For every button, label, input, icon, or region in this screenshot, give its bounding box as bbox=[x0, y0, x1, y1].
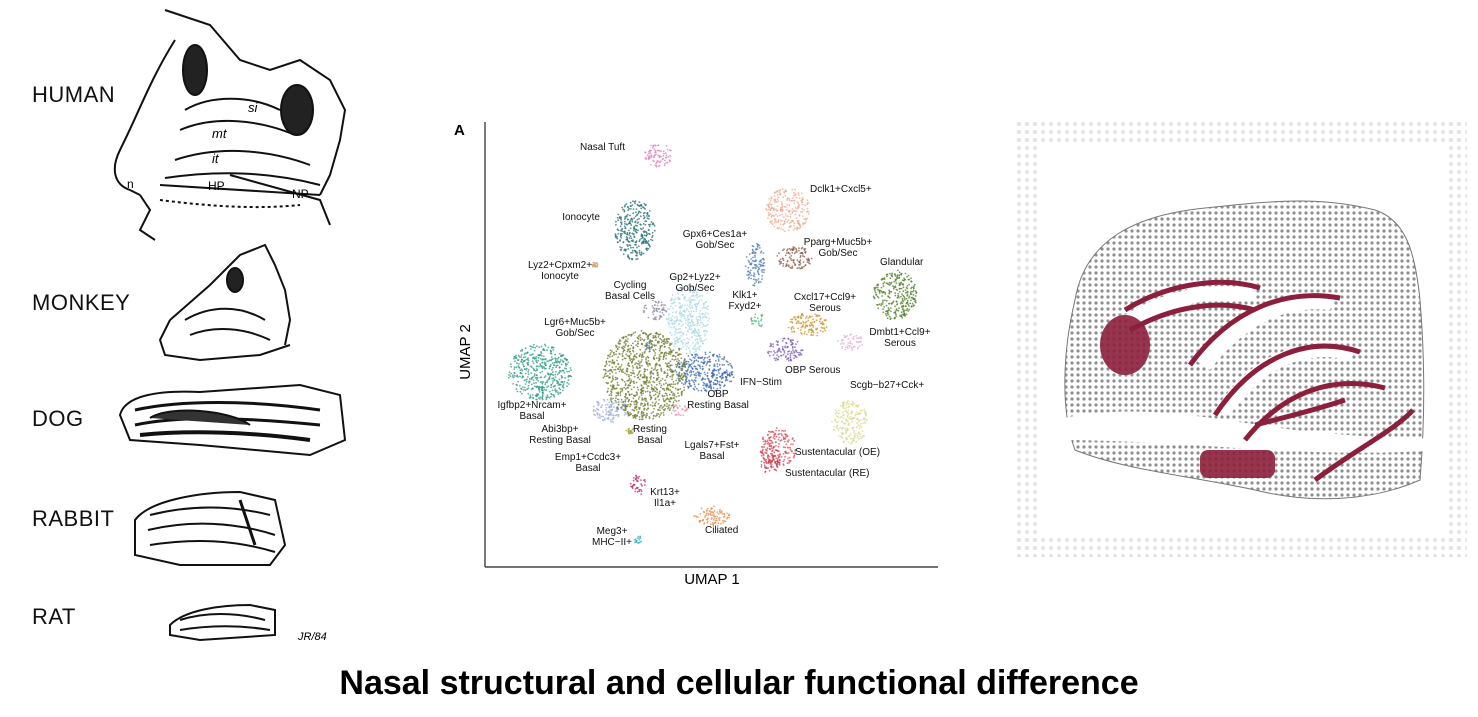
tissue-highlight-regions bbox=[1123, 279, 1415, 483]
spatial-tissue-map bbox=[1017, 122, 1467, 557]
umap-cluster-resting-basal bbox=[602, 329, 687, 421]
umap-label-meg3-mhcii: Meg3+MHC−II+ bbox=[592, 526, 632, 548]
capture-area-border-top bbox=[1017, 122, 1467, 144]
umap-clusters bbox=[507, 144, 918, 544]
umap-cluster-labels: Nasal TuftIonocyteLyz2+Cpxm2+IonocyteCyc… bbox=[498, 142, 931, 548]
umap-cluster-pparg-muc5b bbox=[776, 246, 813, 270]
umap-label-lgr6-muc5b: Lgr6+Muc5b+Gob/Sec bbox=[544, 317, 606, 339]
umap-label-krt13-il1a: Krt13+Il1a+ bbox=[650, 487, 680, 509]
umap-y-axis-label: UMAP 2 bbox=[457, 324, 474, 380]
umap-label-ifn-stim: IFN−Stim bbox=[740, 377, 782, 388]
umap-cluster-lyz2-cpxm2-ionocyte bbox=[591, 261, 599, 268]
capture-area-border-right bbox=[1445, 122, 1467, 557]
umap-label-dmbt1-ccl9-serous: Dmbt1+Ccl9+Serous bbox=[869, 327, 930, 349]
species-label-rabbit: RABBIT bbox=[32, 506, 115, 531]
umap-cluster-krt13-il1a bbox=[629, 474, 647, 495]
umap-cluster-dmbt1-ccl9-serous bbox=[837, 333, 864, 351]
species-label-monkey: MONKEY bbox=[32, 290, 131, 315]
umap-label-dclk1-cxcl5: Dclk1+Cxcl5+ bbox=[810, 184, 872, 195]
umap-cluster-ionocyte bbox=[614, 200, 656, 261]
species-nasal-cavity-panel: HUMAN MONKEY DOG RABBIT RAT si mt it n H… bbox=[0, 0, 370, 660]
artist-signature: JR/84 bbox=[297, 631, 327, 643]
tissue-highlight-left-patch bbox=[1100, 315, 1150, 375]
umap-cluster-cycling-basal bbox=[642, 299, 668, 321]
human-annotation-mt: mt bbox=[212, 126, 228, 141]
species-label-dog: DOG bbox=[32, 406, 84, 431]
umap-cluster-nasal-tuft bbox=[644, 144, 672, 168]
umap-label-sustentacular-re: Sustentacular (RE) bbox=[785, 468, 869, 479]
umap-cluster-glandular bbox=[872, 269, 918, 321]
umap-label-pparg-muc5b: Pparg+Muc5b+Gob/Sec bbox=[804, 237, 873, 259]
umap-cluster-lgals7-fst-basal bbox=[670, 404, 691, 417]
umap-cluster-emp1-ccdc3-basal bbox=[625, 427, 635, 435]
umap-label-gp2-lyz2-gobsec: Gp2+Lyz2+Gob/Sec bbox=[669, 272, 720, 294]
human-annotation-np: NP bbox=[292, 187, 309, 201]
umap-cluster-sustentacular-oe bbox=[759, 427, 797, 468]
umap-label-lyz2-cpxm2-ionocyte: Lyz2+Cpxm2+Ionocyte bbox=[528, 260, 592, 282]
human-nasal-drawing bbox=[113, 9, 347, 241]
umap-cluster-meg3-mhcii bbox=[633, 535, 643, 544]
human-annotation-si: si bbox=[248, 100, 259, 115]
dog-nasal-drawing bbox=[118, 383, 347, 457]
umap-cluster-dclk1-cxcl5 bbox=[765, 188, 810, 233]
rat-nasal-drawing bbox=[169, 603, 276, 642]
umap-label-sustentacular-oe: Sustentacular (OE) bbox=[795, 447, 880, 458]
tissue-highlight-bottom-patch bbox=[1200, 450, 1275, 478]
umap-label-ciliated: Ciliated bbox=[705, 525, 738, 536]
umap-cluster-obp-resting-basal bbox=[674, 351, 735, 392]
umap-cluster-scgb-b27-cck bbox=[831, 400, 868, 445]
umap-label-obp-serous: OBP Serous bbox=[785, 365, 840, 376]
umap-cluster-gp2-lyz2-gobsec bbox=[665, 284, 711, 355]
umap-cluster-abi3bp-resting-basal bbox=[592, 398, 628, 423]
umap-label-ionocyte: Ionocyte bbox=[562, 212, 600, 223]
human-annotation-hp: HP bbox=[208, 179, 225, 193]
species-drawings: si mt it n HP NP bbox=[113, 9, 347, 643]
umap-label-nasal-tuft: Nasal Tuft bbox=[580, 142, 625, 153]
umap-cluster-klk1-fxyd2 bbox=[750, 313, 764, 328]
umap-x-axis-label: UMAP 1 bbox=[684, 571, 740, 588]
umap-label-klk1-fxyd2: Klk1+Fxyd2+ bbox=[728, 290, 761, 312]
umap-panel-letter: A bbox=[454, 122, 465, 139]
species-label-human: HUMAN bbox=[32, 82, 116, 107]
umap-cluster-obp-serous bbox=[766, 337, 804, 362]
umap-label-scgb-b27-cck: Scgb−b27+Cck+ bbox=[850, 380, 924, 391]
monkey-nasal-drawing bbox=[158, 243, 292, 362]
figure-caption: Nasal structural and cellular functional… bbox=[339, 664, 1139, 702]
umap-label-lgals7-fst-basal: Lgals7+Fst+Basal bbox=[684, 440, 739, 462]
umap-cluster-cxcl17-ccl9-serous bbox=[787, 313, 828, 337]
umap-label-emp1-ccdc3-basal: Emp1+Ccdc3+Basal bbox=[555, 452, 621, 474]
umap-label-gpx6-ces1a-gobsec: Gpx6+Ces1a+Gob/Sec bbox=[683, 229, 748, 251]
umap-label-abi3bp-resting-basal: Abi3bp+Resting Basal bbox=[529, 424, 591, 446]
umap-label-glandular: Glandular bbox=[880, 257, 924, 268]
umap-cluster-igfbp2-nrcam-basal bbox=[507, 343, 573, 401]
capture-area-border-left bbox=[1017, 122, 1039, 557]
capture-area-border-bottom bbox=[1017, 535, 1467, 557]
umap-cluster-gpx6-ces1a-gobsec bbox=[744, 242, 766, 287]
species-label-rat: RAT bbox=[32, 604, 76, 629]
rabbit-nasal-drawing bbox=[134, 490, 287, 566]
human-annotation-it: it bbox=[212, 151, 220, 166]
spatial-tissue-panel bbox=[1015, 120, 1470, 560]
umap-label-cxcl17-ccl9-serous: Cxcl17+Ccl9+Serous bbox=[794, 292, 856, 314]
umap-plot: A UMAP 1 UMAP 2 Nasal TuftIonocyteLyz2+C… bbox=[454, 122, 938, 588]
umap-cluster-sustentacular-re bbox=[760, 446, 781, 473]
human-annotation-n: n bbox=[127, 177, 134, 191]
umap-label-igfbp2-nrcam-basal: Igfbp2+Nrcam+Basal bbox=[498, 400, 567, 422]
umap-cluster-ciliated bbox=[693, 505, 731, 526]
